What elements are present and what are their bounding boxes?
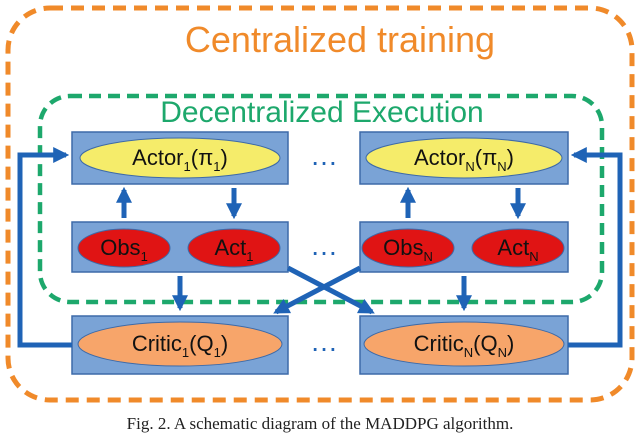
actor-n-label: ActorN(πN) bbox=[414, 145, 514, 174]
outer-title: Centralized training bbox=[185, 19, 495, 60]
actor-1-label: Actor1(π1) bbox=[132, 145, 228, 174]
ellipsis-obs-row: … bbox=[310, 230, 338, 261]
actor-1-node bbox=[79, 137, 281, 179]
critic-1-label: Critic1(Q1) bbox=[132, 331, 228, 360]
arrow-rown-to-critic1 bbox=[273, 265, 362, 315]
centralized-training-border bbox=[5, 5, 635, 403]
feedback-criticn-to-actorn bbox=[568, 146, 623, 348]
critic-n-label: CriticN(QN) bbox=[414, 331, 515, 360]
act-n-node bbox=[471, 228, 565, 268]
decentralized-execution-border bbox=[37, 93, 605, 305]
figure-caption: Fig. 2. A schematic diagram of the MADDP… bbox=[126, 414, 514, 433]
ellipsis-critic-row: … bbox=[310, 326, 338, 357]
critic-1-node bbox=[77, 321, 283, 367]
inner-title: Decentralized Execution bbox=[160, 96, 484, 129]
arrow-row1-to-criticn bbox=[286, 265, 375, 315]
act-1-label: Act1 bbox=[214, 235, 253, 264]
critic-n-node bbox=[363, 321, 565, 367]
obs-n-node bbox=[361, 228, 455, 268]
actor-n-node bbox=[365, 137, 563, 179]
obs-1-node bbox=[77, 228, 171, 268]
feedback-critic1-to-actor1 bbox=[17, 146, 72, 348]
ellipsis-actor-row: … bbox=[310, 140, 338, 171]
obs-1-label: Obs1 bbox=[100, 235, 148, 264]
act-n-label: ActN bbox=[497, 235, 538, 264]
act-1-node bbox=[187, 228, 281, 268]
obs-n-label: ObsN bbox=[383, 235, 433, 264]
